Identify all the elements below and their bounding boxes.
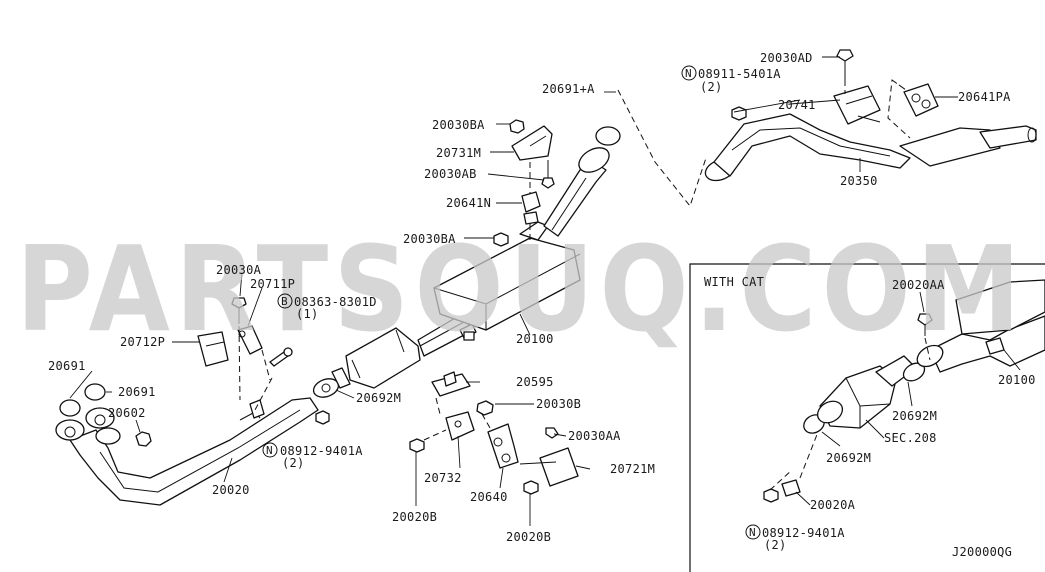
label-08911-prefix: N xyxy=(685,67,692,80)
gasket-20691-b[interactable] xyxy=(84,383,106,401)
inset-title: WITH CAT xyxy=(704,275,764,289)
label-20732[interactable]: 20732 xyxy=(424,471,462,485)
label-20100[interactable]: 20100 xyxy=(516,332,554,346)
label-cat-08912-prefix: N xyxy=(749,526,756,539)
label-cat-sec208[interactable]: SEC.208 xyxy=(884,431,937,445)
label-cat-20100[interactable]: 20100 xyxy=(998,373,1036,387)
label-20030B[interactable]: 20030B xyxy=(536,397,581,411)
gasket-20691-a[interactable] xyxy=(59,399,81,417)
bolt-08363-8301D[interactable] xyxy=(269,347,293,367)
nut-08911-5401A[interactable] xyxy=(731,106,747,121)
bracket-20721M[interactable] xyxy=(519,447,579,487)
cat-gasket-20692M-upper[interactable] xyxy=(902,362,926,382)
label-cat-20020A[interactable]: 20020A xyxy=(810,498,856,512)
watermark: PARTSOUQ.COM xyxy=(16,220,1026,358)
nut-20020B-a[interactable] xyxy=(409,438,425,453)
flange-20691A[interactable] xyxy=(578,147,610,173)
label-20602[interactable]: 20602 xyxy=(108,406,146,420)
label-20641PA[interactable]: 20641PA xyxy=(958,90,1011,104)
nut-20030B[interactable] xyxy=(476,400,494,416)
insulator-20641PA[interactable] xyxy=(903,83,939,117)
label-20691-a[interactable]: 20691 xyxy=(48,359,86,373)
label-08363-prefix: B xyxy=(281,295,288,308)
bracket-20711P[interactable] xyxy=(237,325,263,355)
label-20350[interactable]: 20350 xyxy=(840,174,878,188)
nut-08912-9401A[interactable] xyxy=(315,410,330,425)
label-cat-08912-9401A[interactable]: 08912-9401A xyxy=(762,526,845,540)
bracket-20732[interactable] xyxy=(445,411,475,441)
label-08912-9401A[interactable]: 08912-9401A xyxy=(280,444,363,458)
nut-20020B-b[interactable] xyxy=(523,480,539,495)
label-20030AD[interactable]: 20030AD xyxy=(760,51,813,65)
label-20030A[interactable]: 20030A xyxy=(216,263,262,277)
label-08912-qty: (2) xyxy=(282,456,305,470)
label-20721M[interactable]: 20721M xyxy=(610,462,655,476)
label-08911-qty: (2) xyxy=(700,80,723,94)
label-20641N[interactable]: 20641N xyxy=(446,196,491,210)
label-20030BA-top[interactable]: 20030BA xyxy=(432,118,485,132)
label-20640[interactable]: 20640 xyxy=(470,490,508,504)
bracket-20741[interactable] xyxy=(833,85,881,125)
main-muffler-20100[interactable] xyxy=(433,161,607,331)
label-08911-5401A[interactable]: 08911-5401A xyxy=(698,67,781,81)
label-cat-08912-qty: (2) xyxy=(764,538,787,552)
label-20711P[interactable]: 20711P xyxy=(250,277,295,291)
label-08912-prefix: N xyxy=(266,444,273,457)
label-20020[interactable]: 20020 xyxy=(212,483,250,497)
bolt-20030AB[interactable] xyxy=(541,160,555,189)
label-08363-8301D[interactable]: 08363-8301D xyxy=(294,295,377,309)
cat-nut-08912-9401A[interactable] xyxy=(763,488,779,503)
diagram-code: J20000QG xyxy=(952,545,1012,559)
gasket-20692M-front[interactable] xyxy=(312,378,340,398)
label-20020B-a[interactable]: 20020B xyxy=(392,510,437,524)
cat-bolt-20020AA[interactable] xyxy=(917,313,933,336)
nut-20030BA-top[interactable] xyxy=(509,119,525,134)
with-cat-inset xyxy=(689,263,1045,572)
nut-20030BA-mid[interactable] xyxy=(493,232,509,247)
insulator-20641N[interactable] xyxy=(521,191,541,225)
gasket-20691A[interactable] xyxy=(595,126,621,146)
label-cat-20692M-lower[interactable]: 20692M xyxy=(826,451,871,465)
label-20020B-b[interactable]: 20020B xyxy=(506,530,551,544)
label-20595[interactable]: 20595 xyxy=(516,375,554,389)
bolt-20030AD[interactable] xyxy=(836,49,854,80)
bracket-20595[interactable] xyxy=(431,371,471,397)
bolt-20030AA[interactable] xyxy=(545,427,559,439)
nut-20602[interactable] xyxy=(135,431,152,447)
center-pipe-premuffler[interactable] xyxy=(331,313,477,389)
part-labels: 20030AD N 08911-5401A (2) 20741 20641PA … xyxy=(48,51,1036,559)
label-cat-20692M-upper[interactable]: 20692M xyxy=(892,409,937,423)
label-20712P[interactable]: 20712P xyxy=(120,335,165,349)
label-20741[interactable]: 20741 xyxy=(778,98,816,112)
label-cat-20020AA[interactable]: 20020AA xyxy=(892,278,945,292)
label-20691A[interactable]: 20691+A xyxy=(542,82,595,96)
bracket-20712P[interactable] xyxy=(197,331,229,367)
tail-pipe-20350[interactable] xyxy=(704,113,1037,182)
label-20030AA[interactable]: 20030AA xyxy=(568,429,621,443)
front-exhaust-pipe-20020[interactable] xyxy=(55,397,319,506)
bolt-20030A[interactable] xyxy=(231,297,247,324)
insulator-20640[interactable] xyxy=(487,423,519,469)
label-20692M[interactable]: 20692M xyxy=(356,391,401,405)
label-08363-qty: (1) xyxy=(296,307,319,321)
cat-stud-20020A[interactable] xyxy=(781,479,801,497)
leader-lines xyxy=(69,56,958,526)
label-20030AB[interactable]: 20030AB xyxy=(424,167,477,181)
label-20030BA-mid[interactable]: 20030BA xyxy=(403,232,456,246)
label-20731M[interactable]: 20731M xyxy=(436,146,481,160)
label-20691-b[interactable]: 20691 xyxy=(118,385,156,399)
bracket-20731M[interactable] xyxy=(511,125,553,161)
